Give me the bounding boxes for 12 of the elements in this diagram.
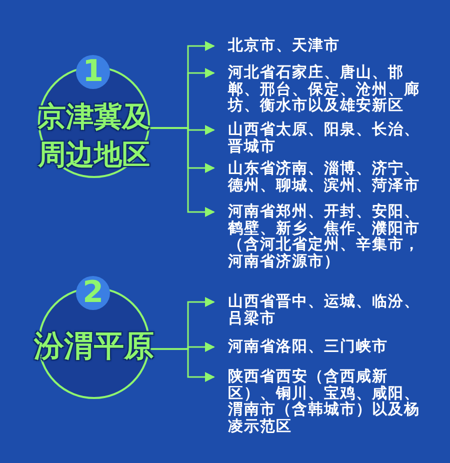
city-list: 山西省太原、阳泉、长治、晋城市 [228,121,428,154]
arrow [150,348,215,382]
city-list: 河南省洛阳、三门峡市 [228,338,428,354]
city-list: 山西省晋中、运城、临汾、吕梁市 [228,293,428,326]
city-list: 陕西省西安（含西咸新区）、铜川、宝鸡、咸阳、渭南市（含韩城市）以及杨凌示范区 [228,368,428,434]
city-list: 山东省济南、淄博、济宁、德州、聊城、滨州、菏泽市 [228,160,428,193]
city-list: 北京市、天津市 [228,37,428,54]
city-list: 河北省石家庄、唐山、邯郸、邢台、保定、沧州、廊坊、衡水市以及雄安新区 [228,64,428,114]
city-list: 河南省郑州、开封、安阳、鹤壁、新乡、焦作、濮阳市（含河北省定州、辛集市，河南省济源市） [228,203,428,269]
number-badge: 2 [76,276,110,310]
number-badge: 1 [76,55,110,89]
arrow [150,127,215,217]
